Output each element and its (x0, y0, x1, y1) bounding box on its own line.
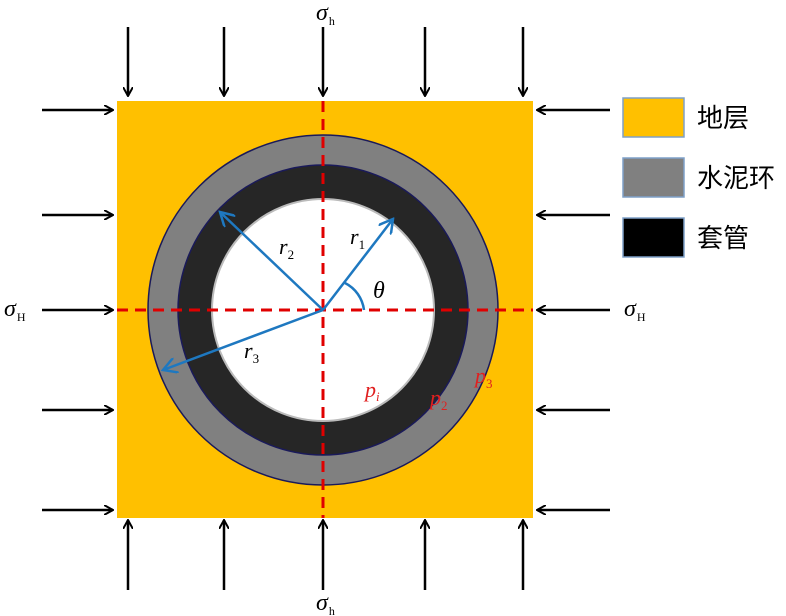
pi-label: pi (363, 377, 380, 404)
r3-label: r3 (244, 338, 259, 366)
theta-arc (344, 281, 366, 311)
radius-arrows (163, 212, 393, 370)
p2-label: p2 (428, 385, 448, 413)
legend-label-formation: 地层 (697, 104, 749, 134)
theta-label: θ (373, 278, 385, 304)
r2-arrow (220, 212, 324, 311)
sigma-H-right: σH (624, 296, 646, 324)
legend: 地层 水泥环 套管 (622, 97, 775, 258)
legend-swatch-casing (622, 217, 685, 258)
legend-swatch-cement (622, 157, 685, 198)
r2-label: r2 (279, 234, 294, 262)
legend-label-casing: 套管 (697, 224, 749, 254)
legend-swatch-formation (622, 97, 685, 138)
r1-label: r1 (350, 224, 365, 252)
sigma-H-left: σH (4, 296, 26, 324)
r3-arrow (163, 308, 324, 370)
legend-label-cement: 水泥环 (697, 164, 775, 194)
load-arrows (42, 27, 610, 590)
p3-label: p3 (473, 363, 493, 391)
sigma-h-bottom: σh (316, 590, 335, 616)
sigma-h-top: σh (316, 0, 335, 28)
r1-arrow (322, 219, 393, 311)
